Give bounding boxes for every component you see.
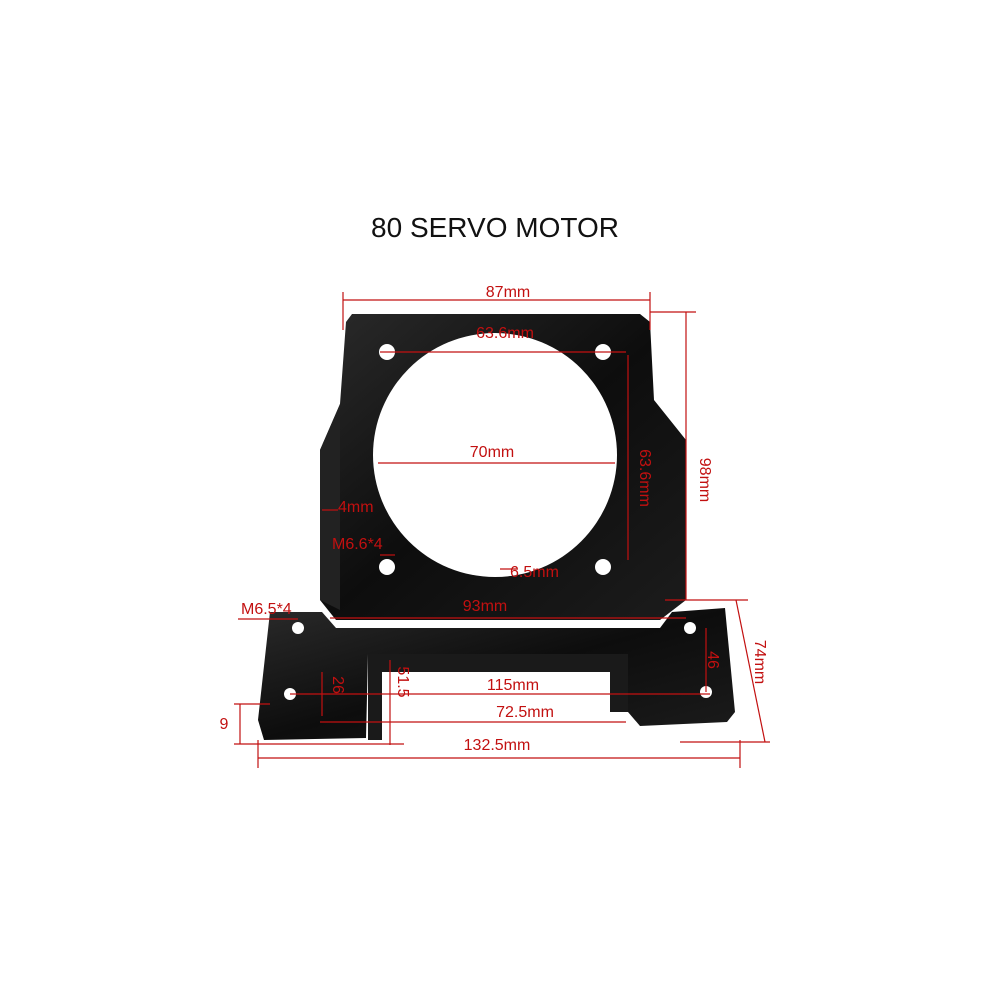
dim-top-width: 87mm bbox=[486, 284, 530, 301]
dim-slot-width: 72.5mm bbox=[496, 704, 554, 721]
dim-hole-spacing-h: 63.6mm bbox=[476, 325, 534, 342]
dim-hole-spacing-v: 63.6mm bbox=[636, 449, 653, 507]
dim-base-holes: M6.5*4 bbox=[241, 601, 292, 618]
dim-face-holes: M6.6*4 bbox=[332, 536, 383, 553]
base-hole-icon bbox=[292, 622, 304, 634]
page-title: 80 SERVO MOTOR bbox=[371, 212, 619, 243]
dim-base-depth: 74mm bbox=[751, 640, 768, 684]
mount-hole-icon bbox=[595, 559, 611, 575]
dim-base-thickness: 9 bbox=[220, 716, 229, 733]
mount-hole-icon bbox=[379, 559, 395, 575]
dim-base-hole-spacing-depth: 46 bbox=[704, 651, 721, 669]
dim-height: 98mm bbox=[696, 458, 713, 502]
dim-hole-dia: 6.5mm bbox=[510, 564, 559, 581]
dim-bore: 70mm bbox=[470, 444, 514, 461]
dim-base-h2: 51.5 bbox=[394, 666, 411, 697]
dim-wall: 4mm bbox=[338, 499, 374, 516]
dimension-lines bbox=[234, 292, 770, 768]
dim-base-width: 132.5mm bbox=[464, 737, 531, 754]
base-hole-icon bbox=[684, 622, 696, 634]
dim-base-h1: 26 bbox=[329, 676, 346, 694]
dim-base-hole-spacing-w: 115mm bbox=[487, 677, 539, 694]
motor-bore bbox=[373, 333, 617, 577]
face-plate bbox=[320, 314, 686, 620]
dim-inner-width: 93mm bbox=[463, 598, 507, 615]
